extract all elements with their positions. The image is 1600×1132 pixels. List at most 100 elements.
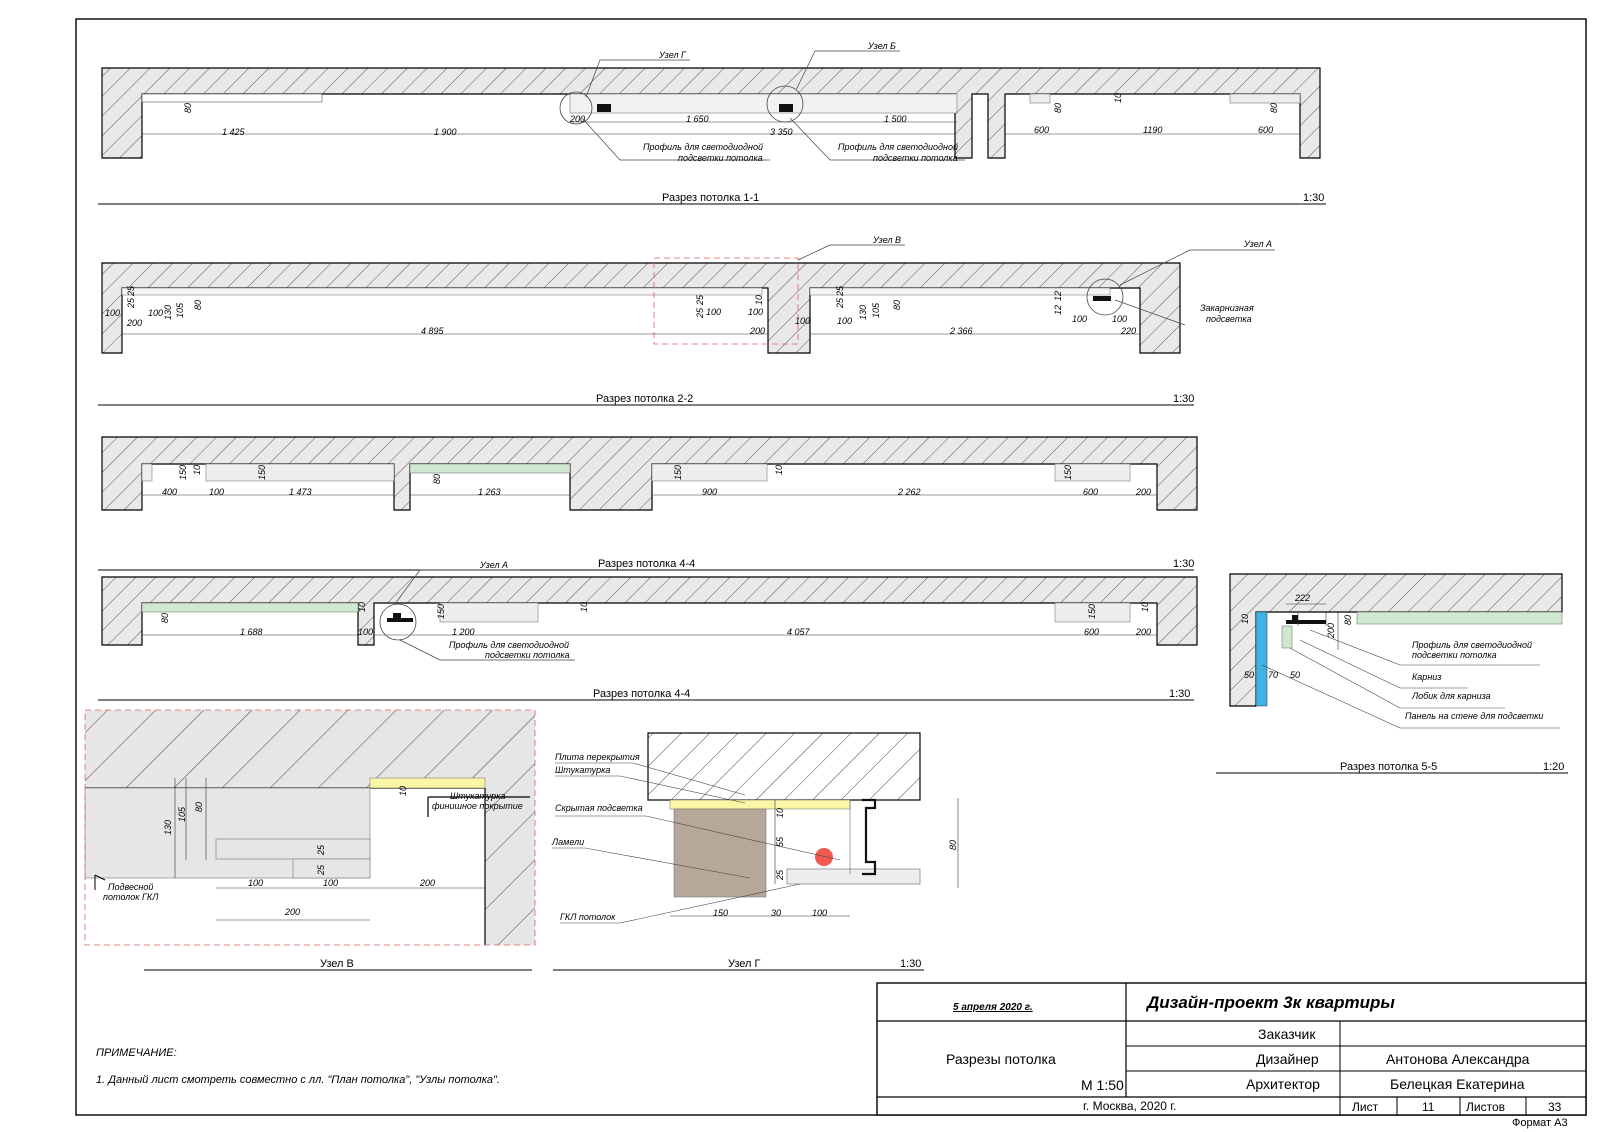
ceiling-box — [121, 287, 763, 296]
dimension: 70 — [1268, 670, 1278, 680]
dimension: 600 — [1084, 627, 1099, 637]
label-profile: подсветки потолка — [485, 650, 570, 660]
sheet-scale: М 1:50 — [1081, 1077, 1124, 1093]
label-node-v: Узел В — [872, 235, 901, 245]
dimension: 80 — [1269, 103, 1279, 113]
dimension: 105 — [175, 302, 185, 318]
profile-mark — [597, 104, 611, 112]
sheet-label: Лист — [1352, 1100, 1379, 1114]
label-profile: Профиль для светодиодной — [1412, 640, 1532, 650]
note-heading: ПРИМЕЧАНИЕ: — [96, 1047, 177, 1059]
dimension: 130 — [163, 305, 173, 320]
dimension: 200 — [126, 318, 142, 328]
green-panel — [409, 463, 571, 474]
dimension: 100 — [1072, 314, 1087, 324]
dimension: 55 — [775, 836, 785, 847]
label-node-g: Узел Г — [658, 50, 687, 60]
ceiling-box — [569, 93, 958, 114]
dimension: 1 425 — [222, 127, 246, 137]
dimension: 3 350 — [770, 127, 793, 137]
slab-node-v — [85, 710, 535, 945]
dimension: 1 473 — [289, 487, 312, 497]
note-text: 1. Данный лист смотреть совместно с лл. … — [96, 1074, 500, 1086]
dimension: 105 — [871, 302, 881, 318]
dimension: 100 — [812, 908, 827, 918]
dimension: 12 — [1053, 305, 1063, 315]
section-scale: 1:30 — [1173, 393, 1194, 405]
dimension: 25 — [835, 297, 845, 309]
label-node-a: Узел А — [1243, 239, 1272, 249]
sheets-label: Листов — [1466, 1100, 1505, 1114]
node-v-detail: 130 105 80 25 25 10 100 100 200 200 Штук… — [84, 709, 536, 971]
label-node-a: Узел А — [479, 560, 508, 570]
dimension: 600 — [1034, 125, 1049, 135]
dimension: 1 900 — [434, 127, 457, 137]
section-2-2: Узел В Узел А Закарнизная подсветка 100 … — [98, 235, 1275, 406]
dimension: 4 057 — [787, 627, 811, 637]
led-dot — [815, 848, 833, 866]
profile-mark — [1292, 615, 1298, 620]
dimension: 100 — [105, 308, 120, 318]
dimension: 220 — [1120, 326, 1136, 336]
role-architect: Архитектор — [1246, 1076, 1320, 1092]
ceiling-box — [439, 602, 539, 623]
label-slab: Плита перекрытия — [555, 752, 640, 762]
dimension: 130 — [858, 305, 868, 320]
label-gkl: ГКЛ потолок — [560, 912, 616, 922]
dimension: 10 — [192, 465, 202, 475]
dimension: 150 — [1087, 604, 1097, 619]
dimension: 25 — [695, 294, 705, 306]
label-plaster: Штукатурка — [555, 765, 610, 775]
label-cornice: Карниз — [1412, 672, 1441, 682]
dimension: 10 — [398, 786, 408, 796]
dimension: 200 — [284, 907, 300, 917]
lamella-block — [673, 808, 767, 898]
designer-name: Антонова Александра — [1386, 1051, 1530, 1067]
section-scale: 1:30 — [1173, 558, 1194, 570]
section-title: Разрез потолка 2-2 — [596, 393, 693, 405]
dimension: 105 — [177, 806, 187, 822]
dimension: 80 — [948, 840, 958, 850]
dimension: 80 — [183, 103, 193, 113]
section-1-1: Узел Г Узел Б Профиль для светодиодной п… — [98, 41, 1326, 205]
role-designer: Дизайнер — [1256, 1051, 1319, 1067]
dimension: 1 263 — [478, 487, 501, 497]
section-scale: 1:30 — [1169, 688, 1190, 700]
dimension: 80 — [432, 474, 442, 484]
slab-4-4 — [101, 576, 1198, 646]
detail-title: Узел Г — [728, 958, 761, 970]
label-wall-panel: Панель на стене для подсветки — [1405, 711, 1543, 721]
dimension: 10 — [579, 602, 589, 612]
ceiling-box — [1054, 463, 1131, 482]
gkl-box — [215, 838, 371, 860]
dimension: 150 — [673, 465, 683, 480]
ceiling-box — [1229, 93, 1301, 104]
dimension: 25 — [316, 864, 326, 876]
sheet-number: 11 — [1422, 1100, 1435, 1114]
ceiling-box — [205, 463, 395, 482]
sheet-name: Разрезы потолка — [946, 1051, 1056, 1067]
detail-title: Узел В — [320, 958, 354, 970]
dimension: 10 — [775, 808, 785, 818]
dimension: 2 262 — [897, 487, 921, 497]
dimension: 100 — [706, 307, 721, 317]
dimension: 600 — [1083, 487, 1098, 497]
note-block: ПРИМЕЧАНИЕ: 1. Данный лист смотреть совм… — [96, 1047, 500, 1086]
label-ceiling: Подвесной — [108, 882, 153, 892]
label-plaster: Штукатурка — [450, 791, 505, 801]
sheet-frame — [75, 18, 1587, 1116]
dimension: 100 — [323, 878, 338, 888]
dimension: 150 — [713, 908, 728, 918]
profile-mark — [779, 104, 793, 112]
dimension: 50 — [1290, 670, 1300, 680]
profile-mark — [387, 618, 413, 622]
dimension: 100 — [248, 878, 263, 888]
dimension: 150 — [178, 465, 188, 480]
green-panel — [1356, 611, 1563, 625]
ceiling-box — [651, 463, 768, 482]
label-profile: подсветки потолка — [873, 153, 958, 163]
ceiling-box — [1054, 602, 1131, 623]
dimension: 150 — [436, 604, 446, 619]
dimension: 25 — [126, 297, 136, 309]
plaster-layer — [369, 777, 486, 789]
